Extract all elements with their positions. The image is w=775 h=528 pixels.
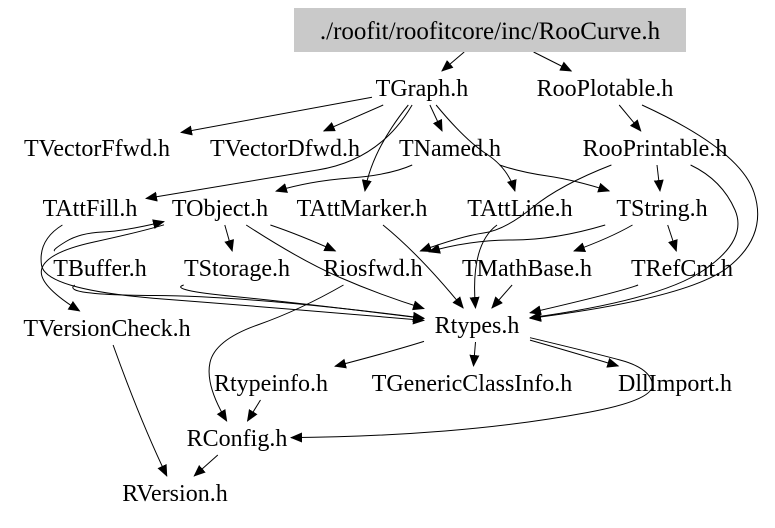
edge-tobject-rtypes <box>245 224 425 311</box>
edge-rooplotable-rtypes <box>529 104 759 322</box>
edge-tbuffer-tobject <box>53 219 165 252</box>
node-trefcnt[interactable]: TRefCnt.h <box>631 256 733 282</box>
edge-tattfill-rtypes <box>40 224 425 325</box>
node-label-tattfill[interactable]: TAttFill.h <box>43 196 138 222</box>
node-label-dllimport[interactable]: DllImport.h <box>618 371 732 397</box>
edge-tobject-tversioncheck <box>40 224 165 312</box>
edge-rooprintable-riosfwd <box>419 164 612 252</box>
node-rooplotable[interactable]: RooPlotable.h <box>537 76 674 102</box>
edge-rooplotable-rooprintable <box>618 104 642 132</box>
edge-tmathbase-rtypes <box>491 284 513 309</box>
node-label-tgenericclassinfo[interactable]: TGenericClassInfo.h <box>372 371 573 397</box>
edge-tattline-rtypes <box>469 224 498 309</box>
node-tbuffer[interactable]: TBuffer.h <box>53 256 147 282</box>
edge-rtypeinfo-rconfig <box>246 399 261 422</box>
node-tvectorffwd[interactable]: TVectorFfwd.h <box>24 136 170 162</box>
edge-tstring-tmathbase <box>573 224 633 252</box>
edge-tversioncheck-rversion <box>112 344 168 477</box>
edge-tstorage-rtypes <box>180 284 425 323</box>
edge-trefcnt-rtypes <box>529 284 639 316</box>
edge-tgraph-tvectordfwd <box>322 104 384 132</box>
node-label-roocurve: ./roofit/roofitcore/inc/RooCurve.h <box>320 18 661 45</box>
node-label-tbuffer[interactable]: TBuffer.h <box>53 256 147 282</box>
node-riosfwd[interactable]: Riosfwd.h <box>323 256 422 282</box>
node-label-tattline[interactable]: TAttLine.h <box>467 196 572 222</box>
edge-tgraph-tnamed <box>429 104 443 132</box>
edge-tgraph-tattline <box>435 104 517 192</box>
edge-rtypes-rtypeinfo <box>334 340 425 369</box>
edge-tobject-riosfwd <box>270 224 337 252</box>
edges-layer <box>40 51 759 477</box>
node-label-rooprintable[interactable]: RooPrintable.h <box>583 136 728 162</box>
edge-tstring-trefcnt <box>667 224 678 252</box>
node-rtypeinfo[interactable]: Rtypeinfo.h <box>214 371 328 397</box>
edge-tgraph-tvectorffwd <box>180 96 373 136</box>
node-label-tstorage[interactable]: TStorage.h <box>184 256 290 282</box>
node-tvectordfwd[interactable]: TVectorDfwd.h <box>210 136 360 162</box>
node-label-tvectordfwd[interactable]: TVectorDfwd.h <box>210 136 360 162</box>
edge-tnamed-tobject <box>275 164 413 193</box>
node-label-tattmarker[interactable]: TAttMarker.h <box>297 196 428 222</box>
node-tobject[interactable]: TObject.h <box>172 196 268 222</box>
nodes-layer: ./roofit/roofitcore/inc/RooCurve.hTGraph… <box>23 8 733 507</box>
node-rtypes[interactable]: Rtypes.h <box>435 313 520 339</box>
node-label-rooplotable[interactable]: RooPlotable.h <box>537 76 674 102</box>
node-label-rconfig[interactable]: RConfig.h <box>187 426 288 452</box>
node-label-tnamed[interactable]: TNamed.h <box>399 136 501 162</box>
node-tgenericclassinfo[interactable]: TGenericClassInfo.h <box>372 371 573 397</box>
edge-rooprintable-rtypes <box>529 164 739 322</box>
edge-tstring-riosfwd <box>428 224 606 254</box>
node-tnamed[interactable]: TNamed.h <box>399 136 501 162</box>
node-label-trefcnt[interactable]: TRefCnt.h <box>631 256 733 282</box>
node-label-rversion[interactable]: RVersion.h <box>122 481 227 507</box>
node-tstorage[interactable]: TStorage.h <box>184 256 290 282</box>
node-label-tvectorffwd[interactable]: TVectorFfwd.h <box>24 136 170 162</box>
node-tgraph[interactable]: TGraph.h <box>376 76 469 102</box>
edge-rconfig-rversion <box>193 454 219 477</box>
node-label-rtypeinfo[interactable]: Rtypeinfo.h <box>214 371 328 397</box>
root-node-box <box>294 8 686 52</box>
node-label-riosfwd[interactable]: Riosfwd.h <box>323 256 422 282</box>
edge-tattmarker-rtypes <box>382 224 464 309</box>
node-label-tversioncheck[interactable]: TVersionCheck.h <box>23 316 190 342</box>
edge-riosfwd-rconfig <box>208 284 344 422</box>
edge-rooprintable-tstring <box>653 164 664 192</box>
node-label-tobject[interactable]: TObject.h <box>172 196 268 222</box>
edge-tgraph-tattmarker <box>361 104 409 192</box>
node-label-tmathbase[interactable]: TMathBase.h <box>462 256 592 282</box>
edge-rtypes-dllimport <box>529 339 620 368</box>
edge-tnamed-tstring <box>499 164 611 193</box>
node-rconfig[interactable]: RConfig.h <box>187 426 288 452</box>
edge-rtypes-rconfig <box>290 337 654 443</box>
node-tstring[interactable]: TString.h <box>616 196 707 222</box>
node-tattfill[interactable]: TAttFill.h <box>43 196 138 222</box>
node-rversion[interactable]: RVersion.h <box>122 481 227 507</box>
node-tversioncheck[interactable]: TVersionCheck.h <box>23 316 190 342</box>
edge-rtypes-tgenericclassinfo <box>469 341 480 367</box>
node-rooprintable[interactable]: RooPrintable.h <box>583 136 728 162</box>
edge-roocurve-rooplotable <box>533 51 573 72</box>
node-dllimport[interactable]: DllImport.h <box>618 371 732 397</box>
node-label-rtypes[interactable]: Rtypes.h <box>435 313 520 339</box>
edge-roocurve-tgraph <box>441 51 465 72</box>
node-tattline[interactable]: TAttLine.h <box>467 196 572 222</box>
node-roocurve: ./roofit/roofitcore/inc/RooCurve.h <box>294 8 686 52</box>
node-label-tgraph[interactable]: TGraph.h <box>376 76 469 102</box>
node-label-tstring[interactable]: TString.h <box>616 196 707 222</box>
node-tmathbase[interactable]: TMathBase.h <box>462 256 592 282</box>
edge-tobject-tstorage <box>224 224 234 252</box>
node-tattmarker[interactable]: TAttMarker.h <box>297 196 428 222</box>
edge-tgraph-tattfill <box>145 104 413 202</box>
